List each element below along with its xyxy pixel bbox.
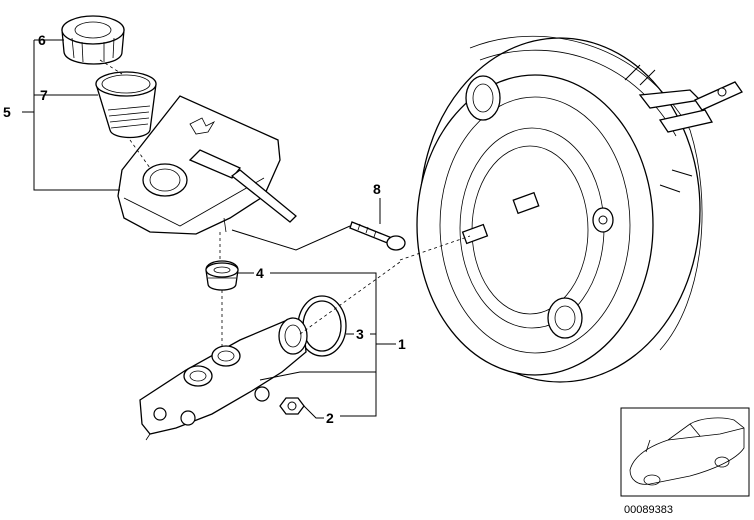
- vehicle-thumbnail: [620, 407, 750, 497]
- callout-3: 3: [356, 326, 364, 342]
- leader-lines: [22, 39, 471, 419]
- callout-8: 8: [373, 181, 381, 197]
- callout-6: 6: [38, 32, 46, 48]
- nut[interactable]: [279, 397, 305, 415]
- reservoir-cap[interactable]: [61, 15, 125, 65]
- callout-1: 1: [398, 336, 406, 352]
- callout-5: 5: [3, 104, 11, 120]
- grommet[interactable]: [205, 260, 239, 291]
- callout-2: 2: [326, 410, 334, 426]
- callout-labels: 6 7 5 8 4 3 1 2: [3, 32, 406, 426]
- brake-booster[interactable]: [416, 35, 743, 383]
- brake-master-cylinder[interactable]: [139, 317, 308, 441]
- callout-7: 7: [40, 87, 48, 103]
- reservoir-strainer[interactable]: [95, 71, 157, 139]
- screw[interactable]: [349, 221, 406, 251]
- callout-4: 4: [256, 265, 264, 281]
- expansion-tank[interactable]: [117, 95, 297, 235]
- reference-number: 00089383: [624, 504, 673, 516]
